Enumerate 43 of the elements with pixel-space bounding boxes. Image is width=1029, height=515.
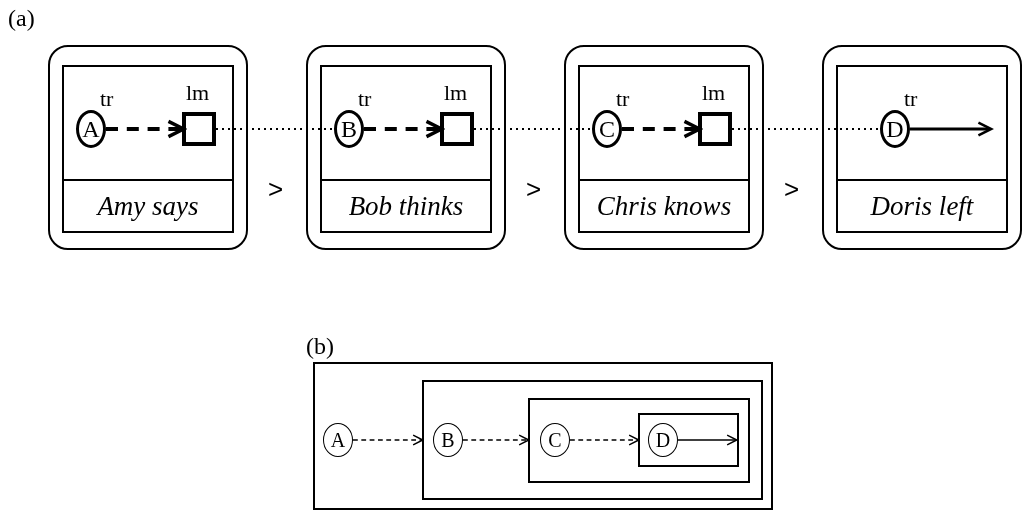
panel-label: (b): [306, 334, 334, 358]
clause-frame: [306, 45, 506, 250]
clause-box: Doris left: [836, 179, 1008, 233]
role-label: tr: [616, 88, 630, 110]
clause-frame: [48, 45, 248, 250]
dashed-arrow: [462, 434, 530, 446]
trajector-circle: C: [592, 110, 622, 148]
schema-box: [62, 65, 234, 181]
nesting-box: [638, 413, 739, 467]
arrow: [677, 434, 738, 446]
ranking-symbol: >: [526, 176, 542, 202]
dotted-line: [731, 128, 881, 130]
dashed-arrow: [352, 434, 424, 446]
clause-box: Amy says: [62, 179, 234, 233]
role-label: lm: [444, 82, 468, 104]
role-label: lm: [186, 82, 210, 104]
clause-frame: [822, 45, 1022, 250]
arrow: [910, 121, 993, 137]
clause-box: Bob thinks: [320, 179, 492, 233]
role-label: tr: [904, 88, 918, 110]
landmark-square: [698, 112, 732, 146]
nesting-box: [313, 362, 773, 510]
nesting-box: [422, 380, 763, 500]
clause-box: Chris knows: [578, 179, 750, 233]
trajector-circle: A: [76, 110, 106, 148]
ranking-symbol: >: [784, 176, 800, 202]
ranking-symbol: >: [268, 176, 284, 202]
schema-box: [836, 65, 1008, 181]
role-label: tr: [100, 88, 114, 110]
dotted-line: [473, 128, 593, 130]
panel-label: (a): [8, 6, 35, 30]
schema-box: [578, 65, 750, 181]
clause-frame: [564, 45, 764, 250]
trajector-circle: B: [334, 110, 364, 148]
role-label: tr: [358, 88, 372, 110]
landmark-square: [440, 112, 474, 146]
dashed-arrow: [569, 434, 640, 446]
nesting-box: [528, 398, 750, 483]
trajector-circle: D: [880, 110, 910, 148]
dotted-line: [215, 128, 335, 130]
landmark-square: [182, 112, 216, 146]
role-label: lm: [702, 82, 726, 104]
schema-box: [320, 65, 492, 181]
